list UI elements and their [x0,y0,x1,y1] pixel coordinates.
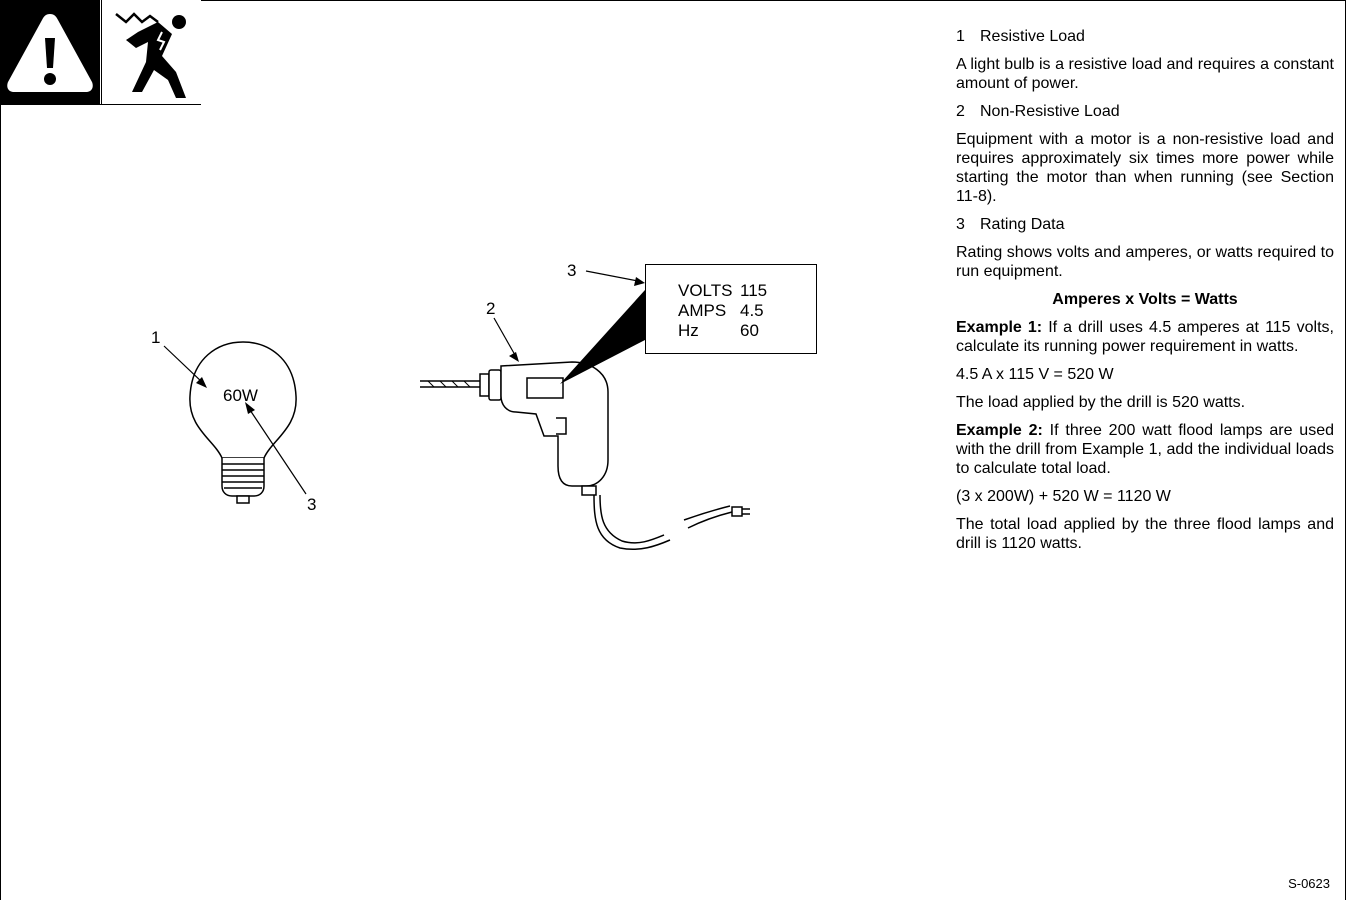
example1-calculation: 4.5 A x 115 V = 520 W [956,365,1334,384]
drill-drawing [420,362,750,549]
callout-drill-3: 3 [567,261,576,280]
example2: Example 2: If three 200 watt flood lamps… [956,421,1334,478]
callout-bulb-3: 3 [307,495,316,514]
callout-leader-bulb-1 [164,346,203,383]
callout-leader-drill-3 [586,271,638,281]
arrowhead-icon [509,352,519,362]
load-illustration: 60W 1 3 2 3 [0,0,940,901]
example2-calculation: (3 x 200W) + 520 W = 1120 W [956,487,1334,506]
light-bulb-drawing [190,342,296,503]
example1: Example 1: If a drill uses 4.5 amperes a… [956,318,1334,356]
callout-leader-drill-2 [494,318,515,355]
item3-text: Rating shows volts and amperes, or watts… [956,243,1334,281]
formula: Amperes x Volts = Watts [956,290,1334,309]
bulb-marking: 60W [223,386,258,405]
callout-bulb-1: 1 [151,328,160,347]
item1-text: A light bulb is a resistive load and req… [956,55,1334,93]
figure-code: S-0623 [1288,876,1330,891]
example1-result: The load applied by the drill is 520 wat… [956,393,1334,412]
example2-result: The total load applied by the three floo… [956,515,1334,553]
item2-text: Equipment with a motor is a non-resistiv… [956,130,1334,206]
callout-drill-2: 2 [486,299,495,318]
arrowhead-icon [634,277,645,286]
